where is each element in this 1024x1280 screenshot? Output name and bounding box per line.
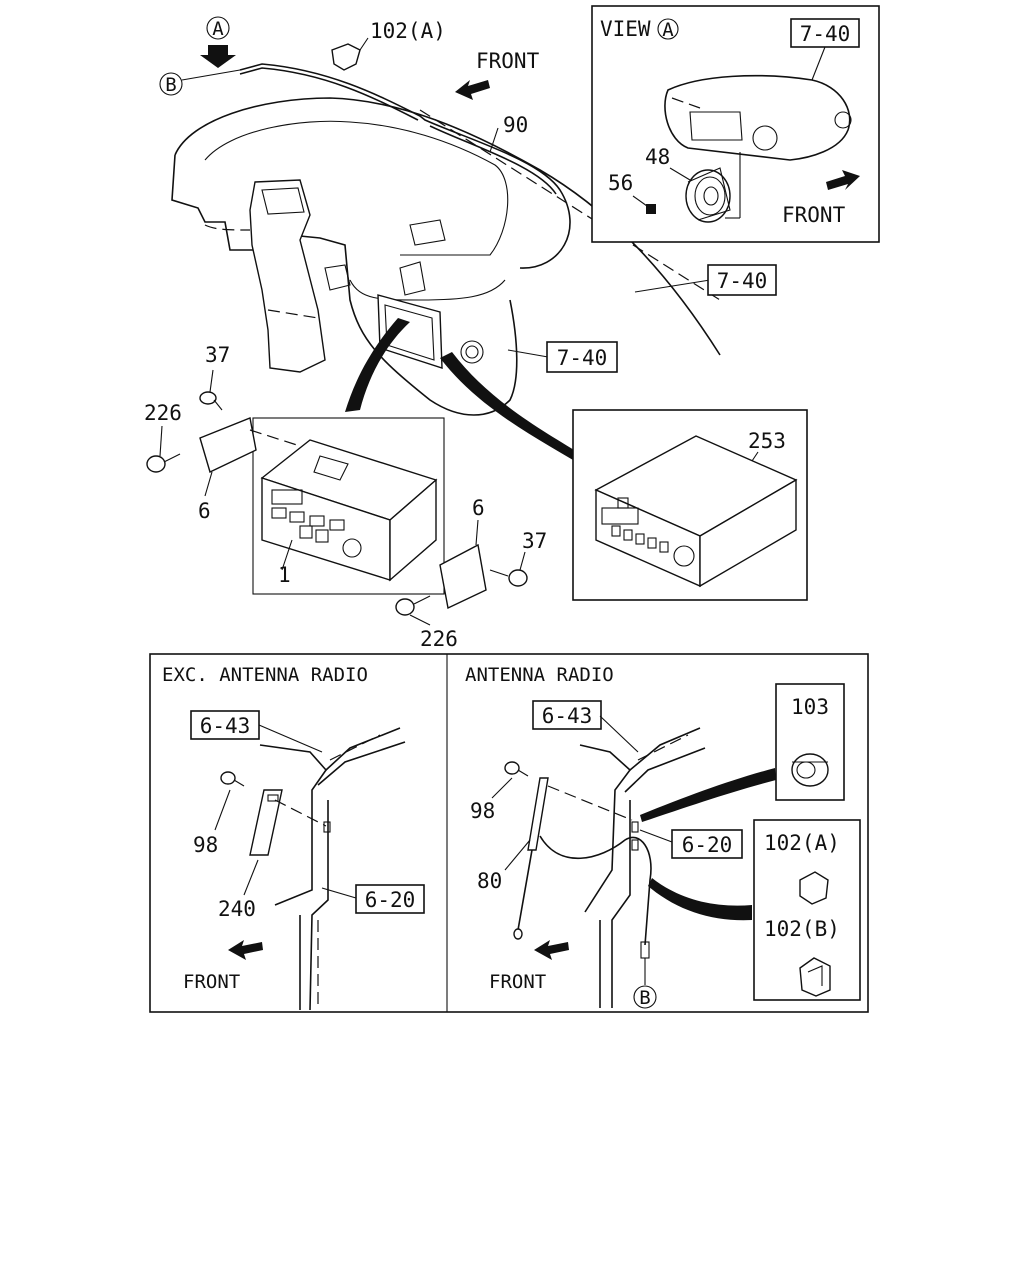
antenna-panels-frame	[149, 653, 869, 1013]
radio-opening	[377, 294, 443, 369]
ref-7-40-view-label: 7-40	[800, 22, 851, 46]
trim-240	[249, 789, 283, 856]
antenna-title: ANTENNA RADIO	[465, 664, 614, 686]
view-a-marker: A	[200, 16, 236, 68]
part-102a-top-label: 102(A)	[370, 19, 446, 43]
part-6-left-label: 6	[198, 499, 211, 523]
part-253-label: 253	[748, 429, 786, 453]
part-6-right-label: 6	[472, 496, 485, 520]
ref-7-40-mid-label: 7-40	[557, 346, 608, 370]
pointer-to-radio	[345, 318, 410, 412]
front-arrow-top: FRONT	[455, 49, 540, 100]
part-98-right-label: 98	[470, 799, 495, 823]
part-98-left-label: 98	[193, 833, 218, 857]
screw-98-right	[504, 761, 529, 777]
ref-6-20-left-label: 6-20	[365, 888, 416, 912]
pointer-to-102	[648, 878, 752, 921]
radio-253-panel: 253	[572, 409, 808, 601]
part-226-bottom-label: 226	[420, 627, 458, 651]
view-a-panel: VIEW A 7-40 48 56 FRONT	[591, 5, 880, 243]
part-102b-box-label: 102(B)	[764, 917, 840, 941]
part-1-label: 1	[278, 563, 291, 587]
exc-antenna-title: EXC. ANTENNA RADIO	[162, 664, 368, 686]
part-103-label: 103	[791, 695, 829, 719]
antenna-panel: ANTENNA RADIO 6-43 B 98 80	[465, 664, 861, 1009]
part-102a-box-label: 102(A)	[764, 831, 840, 855]
arrow-front-icon	[455, 80, 490, 100]
bracket-6-left	[199, 417, 257, 473]
part-56-label: 56	[608, 171, 633, 195]
arrow-front-left-icon	[228, 940, 263, 960]
part-80-label: 80	[477, 869, 502, 893]
ref-7-40-right: 7-40	[707, 264, 777, 296]
arrow-front-right-icon	[534, 940, 569, 960]
ref-6-43-right-label: 6-43	[542, 704, 593, 728]
screw-226-left	[146, 453, 181, 473]
circle-a-label: A	[212, 18, 224, 40]
screw-226-right	[395, 595, 431, 616]
speaker-48	[685, 167, 731, 223]
steering-column	[249, 179, 326, 373]
view-a-title: VIEW	[600, 17, 651, 41]
ref-6-20-right-label: 6-20	[682, 833, 733, 857]
bracket-6-right	[439, 543, 487, 610]
clip-102a: 102(A)	[331, 19, 446, 71]
circle-b-bottom-label: B	[639, 987, 650, 1009]
part-90-label: 90	[503, 113, 528, 137]
ref-7-40-mid: 7-40	[546, 341, 618, 373]
part-37-left-label: 37	[205, 343, 230, 367]
circle-b-top-label: B	[165, 74, 176, 96]
dashboard-assembly: A B 90 102(A) FRONT	[159, 16, 777, 470]
arrow-down-icon	[200, 45, 236, 68]
pointer-to-253	[440, 352, 590, 470]
front-view-label: FRONT	[782, 203, 846, 227]
part-240-label: 240	[218, 897, 256, 921]
clips-102-box: 102(A) 102(B)	[753, 819, 861, 1001]
antenna-cable	[239, 63, 571, 269]
grommet-103-box: 103	[775, 683, 845, 801]
screw-98-left	[220, 771, 245, 787]
front-left-label: FRONT	[183, 971, 240, 993]
part-37-right-label: 37	[522, 529, 547, 553]
cable-b-marker: B	[159, 69, 241, 96]
view-a-circle-label: A	[662, 19, 674, 41]
screw-37-right	[489, 569, 528, 587]
part-226-left-label: 226	[144, 401, 182, 425]
ref-7-40-right-label: 7-40	[717, 269, 768, 293]
screw-37-left	[199, 391, 223, 411]
antenna-80	[513, 777, 549, 940]
radio-assembly: 1 37 226 6 6 37 226	[144, 343, 547, 651]
arrow-front-view-icon	[826, 170, 860, 190]
part-48-label: 48	[645, 145, 670, 169]
exc-antenna-panel: EXC. ANTENNA RADIO 6-43 98 240 6-20 FRON…	[162, 664, 425, 1011]
front-top-label: FRONT	[476, 49, 540, 73]
radio-unit-1	[260, 439, 438, 582]
ref-6-43-left-label: 6-43	[200, 714, 251, 738]
front-right-label: FRONT	[489, 971, 546, 993]
pointer-to-103	[640, 768, 776, 822]
